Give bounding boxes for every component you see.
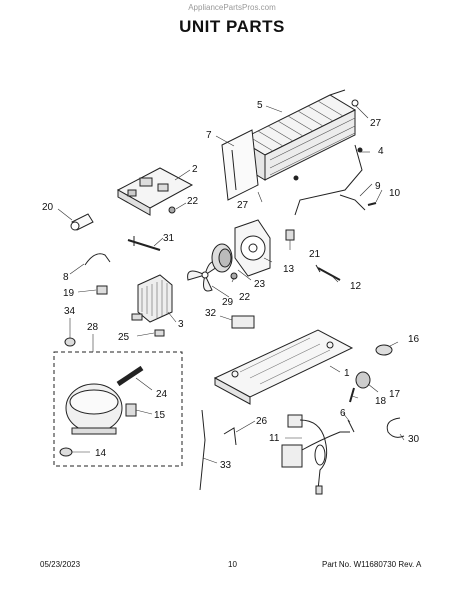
filter-20 xyxy=(70,213,94,231)
screw-22a xyxy=(168,206,176,214)
grommet-34 xyxy=(64,337,76,347)
callout-13: 13 xyxy=(283,264,295,275)
screw-22b xyxy=(230,272,238,280)
page-title: UNIT PARTS xyxy=(179,17,285,36)
callout-6: 6 xyxy=(340,408,346,419)
clip-21 xyxy=(285,229,295,241)
callout-14: 14 xyxy=(95,448,107,459)
fan-motor xyxy=(211,243,233,273)
callout-22-top: 22 xyxy=(187,196,199,207)
callout-23: 23 xyxy=(254,279,266,290)
watermark: AppliancePartsPros.com xyxy=(188,3,276,12)
clip-26 xyxy=(223,427,237,446)
bracket-32 xyxy=(231,315,255,329)
tube-9 xyxy=(339,194,366,211)
tube-33 xyxy=(199,409,206,491)
footer-part-number: Part No. W11680730 Rev. A xyxy=(322,560,422,569)
callout-3: 3 xyxy=(178,319,184,330)
callout-32: 32 xyxy=(205,308,217,319)
footer-page-number: 10 xyxy=(228,560,237,569)
screw-10 xyxy=(367,202,377,206)
callout-24: 24 xyxy=(156,389,168,400)
part-25 xyxy=(154,329,165,337)
callout-33: 33 xyxy=(220,460,232,471)
callout-29: 29 xyxy=(222,297,234,308)
base-pan xyxy=(213,329,354,405)
callout-20: 20 xyxy=(42,202,54,213)
callout-12: 12 xyxy=(350,281,362,292)
rod-31 xyxy=(127,236,161,251)
fan-shroud xyxy=(234,219,271,277)
screw-18 xyxy=(349,387,355,403)
footer-date: 05/23/2023 xyxy=(40,560,81,569)
connector-6 xyxy=(347,419,355,433)
tube-30 xyxy=(386,417,405,438)
callout-7: 7 xyxy=(206,130,212,141)
callout-9: 9 xyxy=(375,181,381,192)
callout-17: 17 xyxy=(389,389,401,400)
wire-harness xyxy=(281,414,350,495)
grommet-16 xyxy=(375,344,393,356)
callout-19: 19 xyxy=(63,288,75,299)
wire-8 xyxy=(84,253,111,266)
relay-15 xyxy=(125,403,137,417)
callout-31: 31 xyxy=(163,233,175,244)
overload-17 xyxy=(355,371,371,389)
condenser-bracket xyxy=(221,129,259,201)
callout-1: 1 xyxy=(344,368,350,379)
leader-lines xyxy=(57,105,405,464)
callout-11: 11 xyxy=(269,433,280,444)
callout-5: 5 xyxy=(257,100,263,111)
callout-4: 4 xyxy=(378,146,384,157)
rod-12 xyxy=(315,264,341,281)
callout-30: 30 xyxy=(408,434,420,445)
callout-15: 15 xyxy=(154,410,166,421)
grommet-14 xyxy=(59,447,73,457)
callout-10: 10 xyxy=(389,188,401,199)
callout-28: 28 xyxy=(87,322,99,333)
compressor-kit-box xyxy=(53,351,183,467)
clip-19 xyxy=(96,285,108,295)
callout-27-top: 27 xyxy=(370,118,382,129)
callout-18: 18 xyxy=(375,396,387,407)
control-board xyxy=(116,167,194,216)
callout-22-bottom: 22 xyxy=(239,292,251,303)
callout-16: 16 xyxy=(408,334,420,345)
callout-26: 26 xyxy=(256,416,268,427)
callout-25: 25 xyxy=(118,332,130,343)
callout-2: 2 xyxy=(192,164,198,175)
drier-24 xyxy=(116,365,144,387)
callout-27-mid: 27 xyxy=(237,200,249,211)
callout-8: 8 xyxy=(63,272,69,283)
callout-21: 21 xyxy=(309,249,321,260)
drier-tube xyxy=(293,144,363,216)
heat-sink-3 xyxy=(131,274,173,323)
compressor xyxy=(65,383,123,435)
callout-34: 34 xyxy=(64,306,76,317)
